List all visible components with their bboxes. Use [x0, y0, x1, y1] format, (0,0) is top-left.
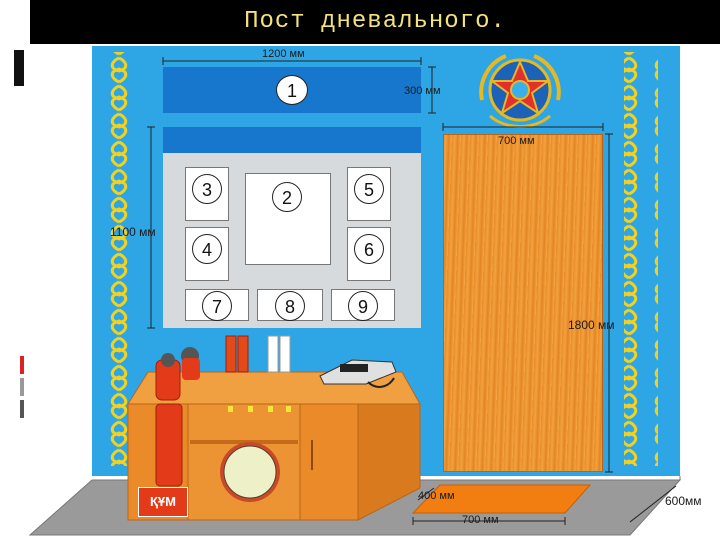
- door-width-label: 700 мм: [498, 135, 535, 147]
- left-accent-red: [20, 356, 24, 374]
- slot-9: 9: [331, 289, 395, 321]
- slot-number-8: 8: [275, 291, 305, 321]
- title-bar: Пост дневального.: [30, 0, 720, 44]
- info-board-main: 3 4 2 5 6 7 8 9: [163, 153, 421, 328]
- board-top-width-label: 1200 мм: [262, 48, 305, 60]
- cabinet-sign: ҚҰМ: [138, 487, 188, 517]
- slot-8: 8: [257, 289, 323, 321]
- slot-2: 2: [245, 173, 331, 265]
- board-top-height-label: 300 мм: [404, 85, 441, 97]
- slot-number-6: 6: [354, 234, 384, 264]
- door-height-label: 1800 мм: [568, 318, 615, 332]
- mat-width-label: 700 мм: [462, 514, 499, 526]
- mat-depth-label: 400 мм: [418, 490, 455, 502]
- left-accent-dark: [20, 400, 24, 418]
- slot-number-9: 9: [348, 291, 378, 321]
- left-accent-gray: [20, 378, 24, 396]
- slot-number-4: 4: [192, 234, 222, 264]
- slot-number-3: 3: [192, 174, 222, 204]
- door: [443, 134, 603, 472]
- board-main-height-label: 1100 мм: [110, 225, 156, 239]
- slot-number-1: 1: [276, 75, 308, 105]
- info-board-top: 1: [163, 67, 421, 113]
- slot-3: 3: [185, 167, 229, 221]
- slot-number-5: 5: [354, 174, 384, 204]
- slot-6: 6: [347, 227, 391, 281]
- info-board-main-header: [163, 127, 421, 153]
- slot-5: 5: [347, 167, 391, 221]
- floor-depth-label: 600мм: [665, 494, 702, 508]
- slot-number-2: 2: [272, 182, 302, 212]
- left-accent-top: [14, 50, 24, 86]
- slot-7: 7: [185, 289, 249, 321]
- slot-4: 4: [185, 227, 229, 281]
- slot-number-7: 7: [202, 291, 232, 321]
- page-title: Пост дневального.: [244, 8, 506, 35]
